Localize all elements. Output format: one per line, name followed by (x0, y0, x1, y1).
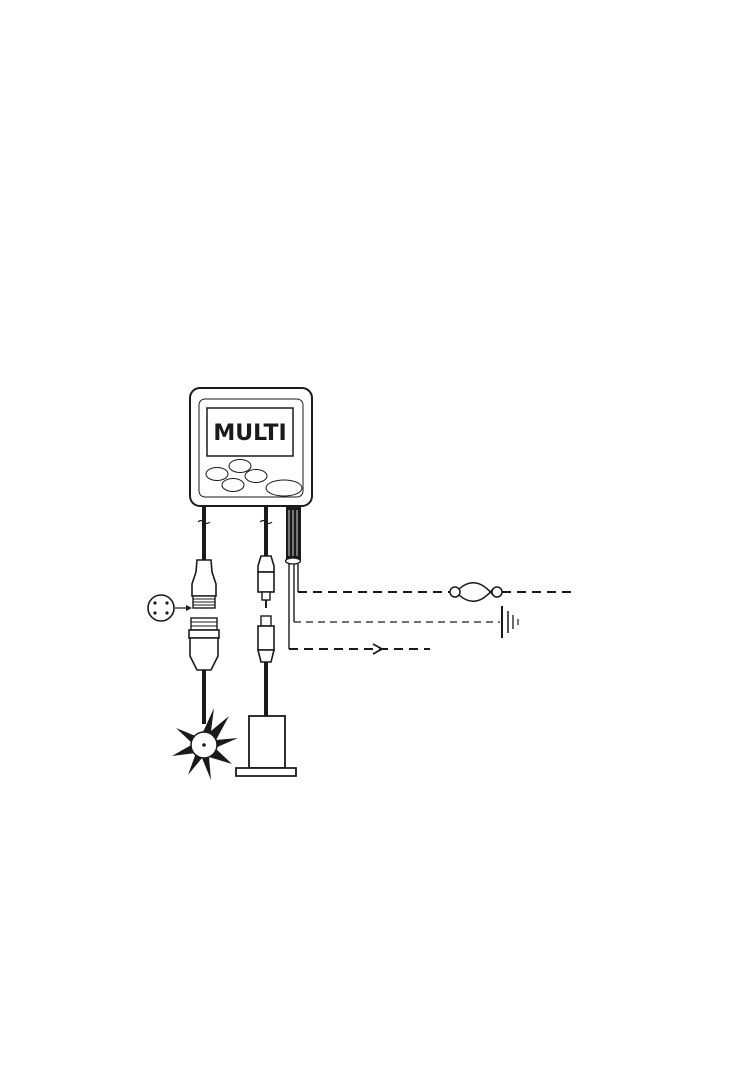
through-hull-transducer (236, 716, 296, 776)
display-label: MULTI (213, 421, 286, 446)
power-cable (286, 506, 302, 649)
multi-display-unit: MULTI (190, 388, 312, 506)
ground-symbol (502, 606, 518, 638)
four-pin-connector-face (148, 595, 192, 621)
arrow-right-icon (373, 644, 382, 654)
transducer-cable (258, 506, 274, 716)
fuse-symbol (450, 583, 502, 602)
log-sensor-cable (189, 506, 219, 724)
